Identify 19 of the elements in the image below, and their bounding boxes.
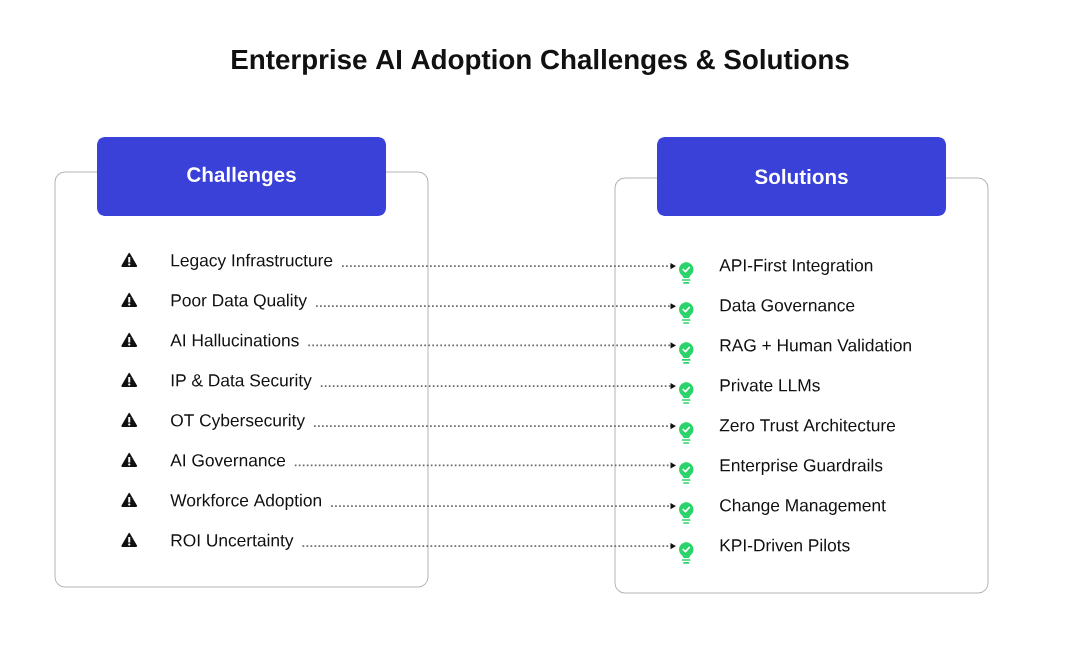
item-label: AI Hallucinations — [170, 333, 299, 347]
item-label: Private LLMs — [720, 378, 820, 392]
item-label: Change Management — [720, 498, 886, 515]
item-label: API-First Integration — [719, 258, 873, 275]
item-label: AI Governance — [170, 454, 286, 467]
item-label: Data Governance — [720, 299, 855, 312]
item-label: RAG + Human Validation — [720, 338, 911, 352]
header-tab: Challenges — [97, 137, 386, 216]
item-label: Legacy Infrastructure — [171, 253, 333, 270]
item-label: ROI Uncertainty — [171, 533, 294, 550]
header-tab: Solutions — [657, 137, 946, 216]
item-label: Zero Trust Architecture — [719, 418, 896, 432]
item-label: Workforce Adoption — [170, 493, 321, 510]
item-label: Enterprise Guardrails — [720, 458, 883, 475]
item-label: KPI-Driven Pilots — [720, 538, 850, 552]
item-label: IP & Data Security — [171, 373, 312, 390]
item-label: OT Cybersecurity — [171, 413, 306, 430]
item-label: Poor Data Quality — [171, 293, 307, 310]
title: Enterprise AI Adoption Challenges & Solutions — [232, 49, 849, 75]
